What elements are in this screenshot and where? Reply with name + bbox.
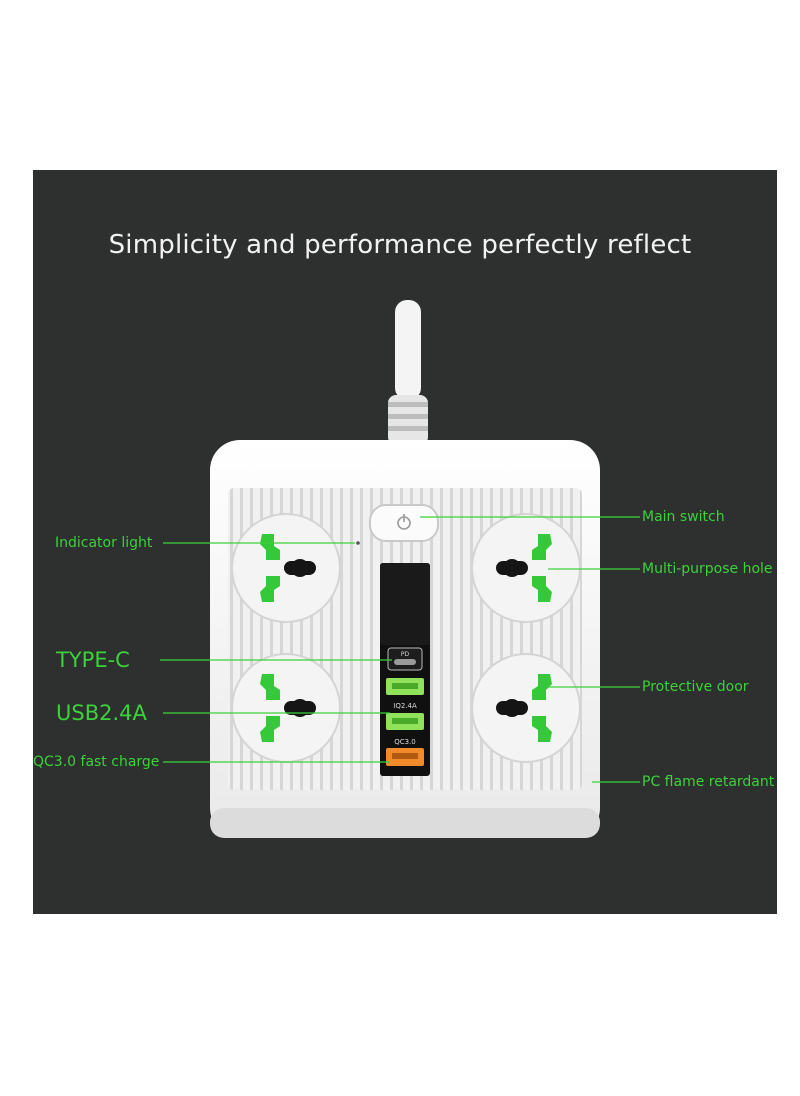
callout-leader-lines xyxy=(160,516,640,783)
callout-main-switch: Main switch xyxy=(642,509,725,525)
callout-usb: USB2.4A xyxy=(56,701,147,725)
qc-port-text: QC3.0 xyxy=(394,738,416,746)
power-cord xyxy=(388,300,428,445)
callout-type-c: TYPE-C xyxy=(56,648,130,672)
socket-bottom-right xyxy=(471,653,581,763)
headline: Simplicity and performance perfectly ref… xyxy=(108,230,692,260)
callout-multi-purpose-hole: Multi-purpose hole xyxy=(642,561,773,577)
universal-socket-icon xyxy=(231,653,341,763)
indicator-light-dot xyxy=(356,541,360,545)
usb-port-2[interactable] xyxy=(386,713,424,730)
callout-qc-fast-charge: QC3.0 fast charge xyxy=(33,754,160,770)
qc-port[interactable] xyxy=(386,748,424,766)
socket-top-right xyxy=(471,513,581,623)
callout-pc-flame-retardant: PC flame retardant xyxy=(642,774,775,790)
type-c-port-icon xyxy=(394,659,416,665)
type-c-port[interactable] xyxy=(387,647,423,671)
callout-indicator-light: Indicator light xyxy=(55,535,153,551)
universal-socket-icon xyxy=(471,513,581,623)
callout-protective-door: Protective door xyxy=(642,679,749,695)
power-icon xyxy=(397,514,411,530)
pd-port-text: PD xyxy=(401,651,410,658)
usb-port-text: IQ2.4A xyxy=(393,702,417,710)
main-switch[interactable] xyxy=(369,504,439,542)
universal-socket-icon xyxy=(231,513,341,623)
socket-bottom-left xyxy=(231,653,341,763)
universal-socket-icon xyxy=(471,653,581,763)
socket-top-left xyxy=(231,513,341,623)
usb-port-1[interactable] xyxy=(386,678,424,695)
